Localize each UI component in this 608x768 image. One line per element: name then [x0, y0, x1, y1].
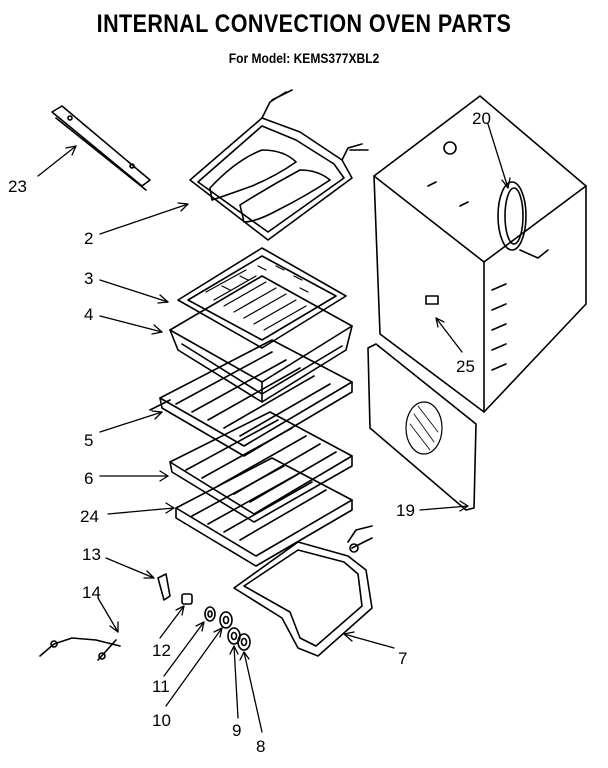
callout-11: 11: [152, 677, 170, 696]
callout-23: 23: [8, 177, 27, 196]
part-19-baffle: [367, 343, 477, 511]
part-23-bracket: [51, 105, 151, 191]
part-10-nut: [219, 611, 233, 629]
part-11-washer: [204, 606, 216, 622]
callout-24: 24: [80, 507, 99, 526]
callout-9: 9: [232, 721, 241, 740]
callout-10: 10: [152, 711, 171, 730]
part-2-broil-element: [189, 89, 369, 241]
part-20-convection-element: [497, 181, 549, 259]
part-12-spacer: [181, 593, 193, 605]
callout-19: 19: [396, 501, 415, 520]
callout-6: 6: [84, 469, 93, 488]
part-3-broiler-pan-grid: [177, 247, 347, 349]
callout-7: 7: [398, 649, 407, 668]
model-subtitle: For Model: KEMS377XBL2: [228, 50, 380, 66]
callout-14: 14: [82, 583, 101, 602]
part-13-bracket: [157, 573, 171, 601]
page-title: INTERNAL CONVECTION OVEN PARTS: [96, 10, 512, 38]
callout-3: 3: [84, 269, 93, 288]
callout-20: 20: [472, 109, 491, 128]
leader-lines: [37, 123, 511, 733]
callout-4: 4: [84, 305, 93, 324]
part-8-nut: [237, 633, 251, 651]
callout-numbers: 23 2 3 4 5 6 24 13 14 12 11 10 9 8 7 19 …: [8, 109, 491, 756]
part-5-oven-rack: [149, 339, 353, 457]
callout-5: 5: [84, 431, 93, 450]
callout-25: 25: [456, 357, 475, 376]
callout-13: 13: [82, 545, 101, 564]
callout-8: 8: [256, 737, 265, 756]
part-24-oven-rack: [175, 457, 353, 567]
callout-12: 12: [152, 641, 171, 660]
part-25-oven-cavity: [373, 95, 587, 413]
part-14-temperature-sensor: [39, 637, 121, 661]
callout-2: 2: [84, 229, 93, 248]
part-7-bake-element: [233, 525, 373, 657]
